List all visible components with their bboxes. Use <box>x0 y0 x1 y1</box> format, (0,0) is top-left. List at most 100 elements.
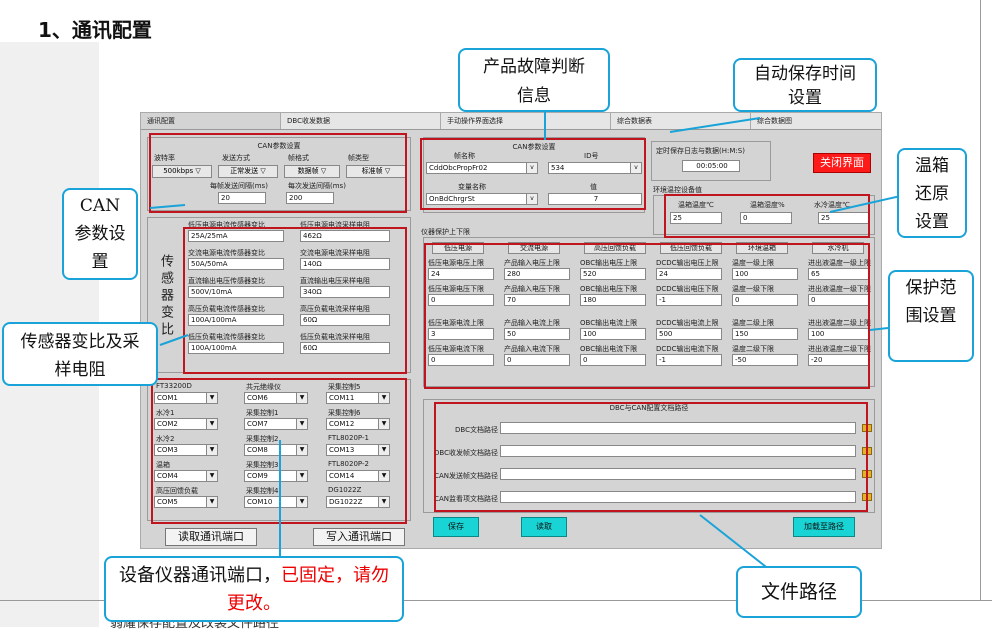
interval2-input[interactable]: 200 <box>286 192 334 204</box>
port-label-2: 共元绝缘仪 <box>246 383 281 391</box>
sensor-res-3[interactable]: 340Ω <box>300 286 390 298</box>
sensor-ratio-3[interactable]: 500V/10mA <box>188 286 284 298</box>
sensor-ratio-2[interactable]: 50A/50mA <box>188 258 284 270</box>
sensor-ratio-5[interactable]: 100A/100mA <box>188 342 284 354</box>
protect-header-5[interactable]: 环境温箱 <box>736 242 788 254</box>
sensor-label-3a: 直流输出电压传感器变比 <box>188 277 265 285</box>
limit-input-r4c2[interactable]: 0 <box>504 354 570 366</box>
port-select-2[interactable]: COM6▼ <box>244 392 308 404</box>
callout-autosave: 自动保存时间设置 <box>733 58 877 112</box>
sensor-res-2[interactable]: 140Ω <box>300 258 390 270</box>
limit-input-r2c3[interactable]: 180 <box>580 294 646 306</box>
sensor-label-5b: 低压负载电流采样电阻 <box>300 333 370 341</box>
limit-input-r4c4[interactable]: -1 <box>656 354 722 366</box>
oven-humidity-input[interactable]: 0 <box>740 212 792 224</box>
limit-input-r3c1[interactable]: 3 <box>428 328 494 340</box>
frame-format-ring[interactable]: 数据帧 ▽ <box>284 165 340 178</box>
load-path-button[interactable]: 加载至路径 <box>793 517 855 537</box>
limit-input-r3c3[interactable]: 100 <box>580 328 646 340</box>
port-value-2: COM6 <box>247 394 268 402</box>
limit-input-r1c3[interactable]: 520 <box>580 268 646 280</box>
limit-input-r4c3[interactable]: 0 <box>580 354 646 366</box>
limit-input-r1c2[interactable]: 280 <box>504 268 570 280</box>
port-label-4: 水冷1 <box>156 409 175 417</box>
limit-input-r4c1[interactable]: 0 <box>428 354 494 366</box>
limit-input-r3c4[interactable]: 500 <box>656 328 722 340</box>
port-select-14[interactable]: COM10▼ <box>244 496 308 508</box>
port-label-3: 采集控制5 <box>328 383 361 391</box>
tab-data-table[interactable]: 综合数据表 <box>611 113 751 129</box>
limit-label-r1c3: OBC输出电压上限 <box>580 259 638 267</box>
protect-header-6[interactable]: 水冷机 <box>812 242 864 254</box>
save-button[interactable]: 保存 <box>433 517 479 537</box>
port-select-9[interactable]: COM13▼ <box>326 444 390 456</box>
port-value-4: COM2 <box>157 420 178 428</box>
limit-input-r3c2[interactable]: 50 <box>504 328 570 340</box>
protect-header-1[interactable]: 低压电源 <box>432 242 484 254</box>
write-ports-button[interactable]: 写入通讯端口 <box>313 528 405 546</box>
port-label-9: FTL8020P-1 <box>328 434 369 442</box>
limit-label-r2c6: 进出液温度一级下限 <box>808 285 871 293</box>
sensor-res-1[interactable]: 462Ω <box>300 230 390 242</box>
callout-protect: 保护范围设置 <box>888 270 974 362</box>
port-select-1[interactable]: COM1▼ <box>154 392 218 404</box>
port-value-11: COM9 <box>247 472 268 480</box>
interval-input[interactable]: 20 <box>218 192 266 204</box>
path-input-2[interactable] <box>500 445 856 457</box>
send-mode-ring[interactable]: 正常发送 ▽ <box>218 165 278 178</box>
tab-manual-ops[interactable]: 手动操作界面选择 <box>441 113 611 129</box>
sensor-side-label: 传感器变比 <box>158 254 173 339</box>
port-select-8[interactable]: COM8▼ <box>244 444 308 456</box>
tab-comm-config[interactable]: 通讯配置 <box>141 113 281 129</box>
tab-dbc-data[interactable]: DBC收发数据 <box>281 113 441 129</box>
sensor-res-5[interactable]: 60Ω <box>300 342 390 354</box>
limit-input-r4c5[interactable]: -50 <box>732 354 798 366</box>
port-label-6: 采集控制6 <box>328 409 361 417</box>
limit-label-r4c4: DCDC输出电流下限 <box>656 345 719 353</box>
limit-input-r2c2[interactable]: 70 <box>504 294 570 306</box>
close-window-button[interactable]: 关闭界面 <box>813 153 871 173</box>
limit-input-r1c1[interactable]: 24 <box>428 268 494 280</box>
limit-input-r2c1[interactable]: 0 <box>428 294 494 306</box>
limit-input-r2c4[interactable]: -1 <box>656 294 722 306</box>
sensor-res-4[interactable]: 60Ω <box>300 314 390 326</box>
limit-input-r3c6[interactable]: 100 <box>808 328 870 340</box>
path-input-4[interactable] <box>500 491 856 503</box>
sensor-ratio-4[interactable]: 100A/100mA <box>188 314 284 326</box>
port-select-12[interactable]: COM14▼ <box>326 470 390 482</box>
read-button[interactable]: 读取 <box>521 517 567 537</box>
port-value-9: COM13 <box>329 446 355 454</box>
port-select-13[interactable]: COM5▼ <box>154 496 218 508</box>
tab-data-chart[interactable]: 综合数据图 <box>757 117 792 125</box>
sensor-ratio-1[interactable]: 25A/25mA <box>188 230 284 242</box>
frame-type-ring[interactable]: 标准帧 ▽ <box>346 165 406 178</box>
limit-input-r3c5[interactable]: 150 <box>732 328 798 340</box>
port-select-4[interactable]: COM2▼ <box>154 418 218 430</box>
protect-header-3[interactable]: 高压回馈负载 <box>584 242 646 254</box>
limit-input-r1c4[interactable]: 24 <box>656 268 722 280</box>
port-select-5[interactable]: COM7▼ <box>244 418 308 430</box>
baud-ring[interactable]: 500kbps ▽ <box>152 165 212 178</box>
port-select-10[interactable]: COM4▼ <box>154 470 218 482</box>
path-input-3[interactable] <box>500 468 856 480</box>
port-select-15[interactable]: DG1022Z▼ <box>326 496 390 508</box>
port-select-7[interactable]: COM3▼ <box>154 444 218 456</box>
path-label-3: CAN发送帧文档路径 <box>434 472 498 480</box>
protect-header-4[interactable]: 低压回馈负载 <box>660 242 722 254</box>
limit-input-r2c5[interactable]: 0 <box>732 294 798 306</box>
port-value-10: COM4 <box>157 472 178 480</box>
port-select-11[interactable]: COM9▼ <box>244 470 308 482</box>
limit-input-r2c6[interactable]: 0 <box>808 294 870 306</box>
limit-input-r1c5[interactable]: 100 <box>732 268 798 280</box>
read-ports-button[interactable]: 读取通讯端口 <box>165 528 257 546</box>
port-select-6[interactable]: COM12▼ <box>326 418 390 430</box>
path-input-1[interactable] <box>500 422 856 434</box>
oven-temp-input[interactable]: 25 <box>670 212 722 224</box>
autosave-time-input[interactable]: 00:05:00 <box>682 160 740 172</box>
protect-header-2[interactable]: 交流电源 <box>508 242 560 254</box>
port-select-3[interactable]: COM11▼ <box>326 392 390 404</box>
